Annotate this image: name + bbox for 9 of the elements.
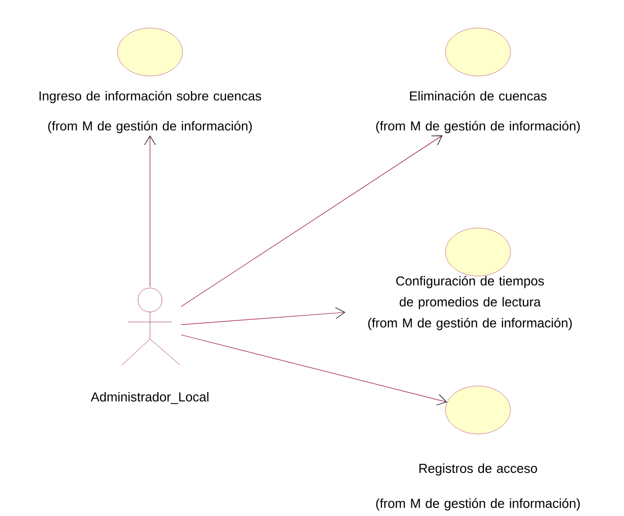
actor-name: Administrador_Local (90, 392, 208, 404)
use-case-label: Eliminación de cuencas (from M de gestión de información) (376, 90, 580, 134)
use-case-label: Registros de acceso (from M de gestión de información) (376, 463, 580, 511)
use-case-label: Configuración de tiempos de promedios de lectura (from M de gestión de información) (368, 276, 572, 330)
arrow (144, 135, 156, 288)
arrow (180, 307, 346, 325)
arrow (180, 135, 442, 307)
arrow (180, 334, 448, 406)
use-case-label: Ingreso de información sobre cuencas (from M de gestión de información) (40, 90, 262, 134)
